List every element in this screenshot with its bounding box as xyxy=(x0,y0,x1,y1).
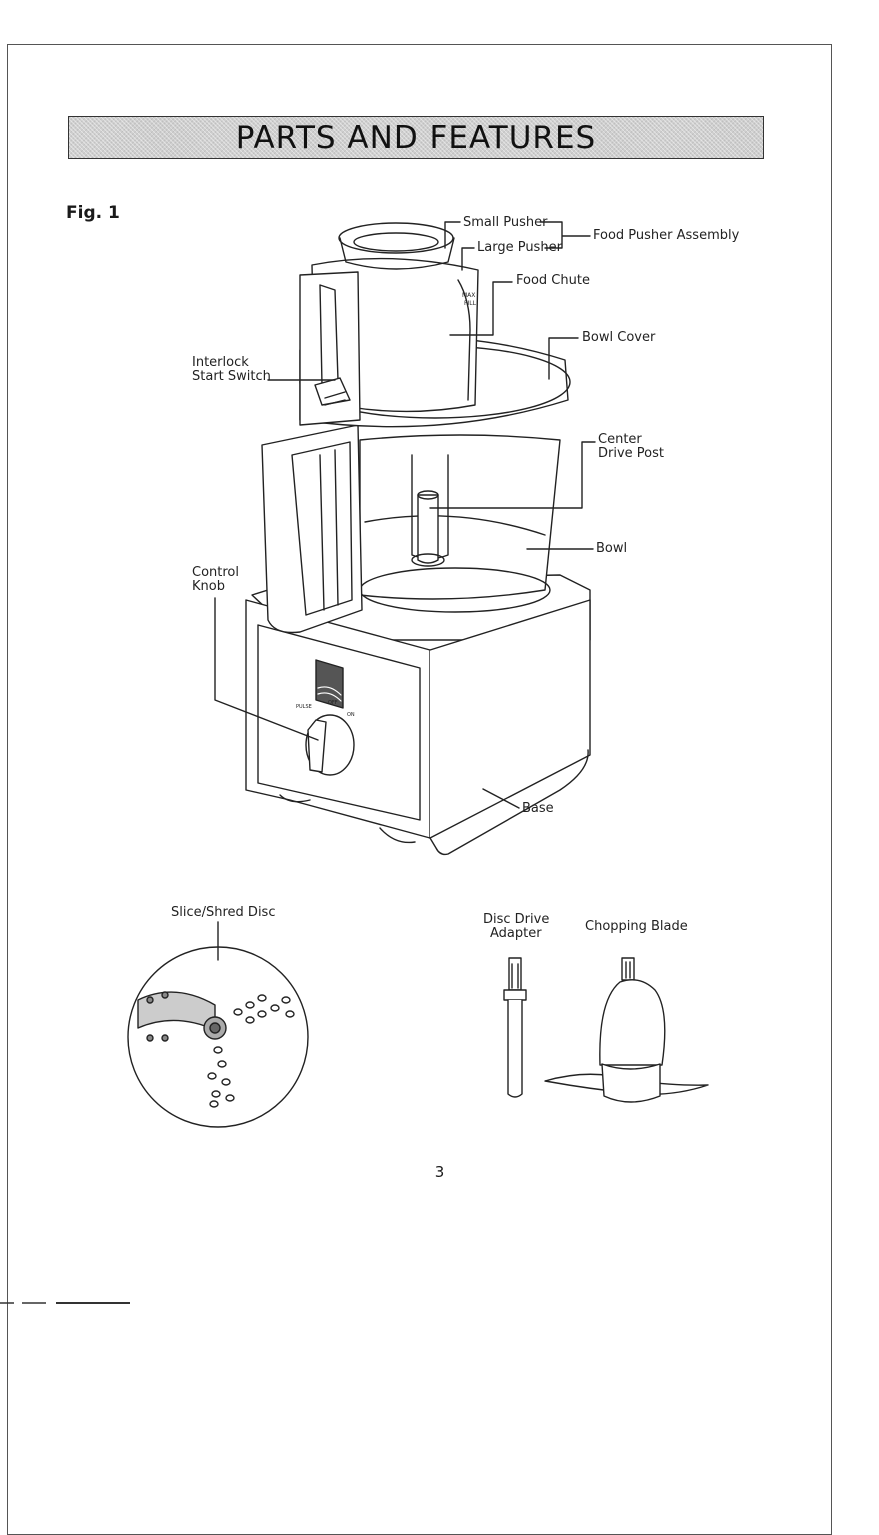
label-knob: Knob xyxy=(192,580,225,594)
svg-text:PULSE: PULSE xyxy=(296,704,312,710)
chopping-blade-drawing xyxy=(545,958,708,1102)
food-processor-diagram: PULSE OFF ON MAX FILL xyxy=(0,0,879,1305)
label-bowl-cover: Bowl Cover xyxy=(582,331,655,345)
svg-text:OFF: OFF xyxy=(328,700,338,706)
label-bowl: Bowl xyxy=(596,542,627,556)
label-drive-post: Drive Post xyxy=(598,447,664,461)
label-chopping-blade: Chopping Blade xyxy=(585,920,688,934)
svg-text:ON: ON xyxy=(347,712,355,718)
food-chute-drawing: MAX FILL xyxy=(300,223,478,425)
label-control: Control xyxy=(192,566,239,580)
label-slice-shred-disc: Slice/Shred Disc xyxy=(171,906,275,920)
label-food-chute: Food Chute xyxy=(516,274,590,288)
label-small-pusher: Small Pusher xyxy=(463,216,547,230)
disc-drive-adapter-drawing xyxy=(504,958,526,1097)
label-food-pusher-assembly: Food Pusher Assembly xyxy=(593,229,739,243)
page-number: 3 xyxy=(0,1163,879,1181)
svg-text:FILL: FILL xyxy=(464,300,477,307)
label-adapter: Adapter xyxy=(490,927,542,941)
footer-marks xyxy=(0,1300,140,1305)
label-interlock: Interlock xyxy=(192,356,249,370)
label-large-pusher: Large Pusher xyxy=(477,241,562,255)
label-start-switch: Start Switch xyxy=(192,370,271,384)
label-disc-drive: Disc Drive xyxy=(483,913,549,927)
label-base: Base xyxy=(522,802,554,816)
label-center: Center xyxy=(598,433,642,447)
slice-shred-disc-drawing xyxy=(128,922,308,1127)
svg-text:MAX: MAX xyxy=(462,292,475,299)
